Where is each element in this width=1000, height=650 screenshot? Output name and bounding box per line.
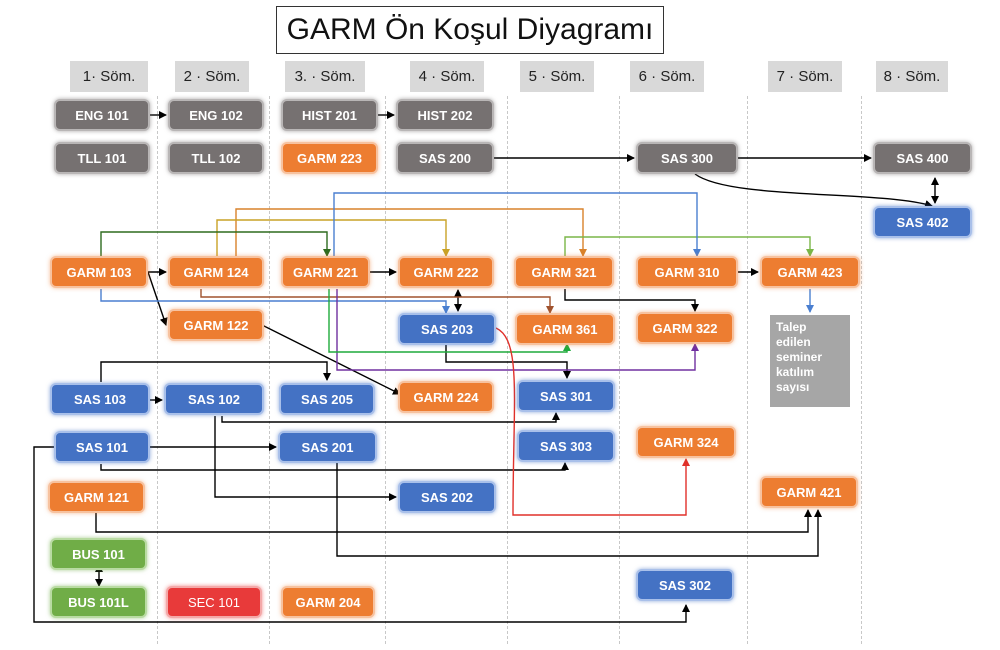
column-divider [157, 96, 158, 644]
course-sas-402[interactable]: SAS 402 [873, 206, 972, 238]
course-garm-321[interactable]: GARM 321 [514, 256, 614, 288]
course-sas-203[interactable]: SAS 203 [398, 313, 496, 345]
course-garm-222[interactable]: GARM 222 [398, 256, 494, 288]
diagram-title: GARM Ön Koşul Diyagramı [276, 6, 664, 54]
semester-header-3: 3. · Söm. [285, 61, 365, 92]
course-eng-101[interactable]: ENG 101 [54, 99, 150, 131]
course-garm-224[interactable]: GARM 224 [398, 381, 494, 413]
course-tll-101[interactable]: TLL 101 [54, 142, 150, 174]
course-sas-200[interactable]: SAS 200 [396, 142, 494, 174]
course-sas-303[interactable]: SAS 303 [517, 430, 615, 462]
semester-header-4: 4 · Söm. [410, 61, 484, 92]
semester-header-6: 6 · Söm. [630, 61, 704, 92]
course-garm-223[interactable]: GARM 223 [281, 142, 378, 174]
course-garm-124[interactable]: GARM 124 [168, 256, 264, 288]
column-divider [861, 96, 862, 644]
course-garm-204[interactable]: GARM 204 [281, 586, 375, 618]
course-garm-122[interactable]: GARM 122 [168, 309, 264, 341]
course-sas-205[interactable]: SAS 205 [279, 383, 375, 415]
course-sas-301[interactable]: SAS 301 [517, 380, 615, 412]
column-divider [269, 96, 270, 644]
semester-header-7: 7 · Söm. [768, 61, 842, 92]
course-sec-101[interactable]: SEC 101 [166, 586, 262, 618]
course-garm-423[interactable]: GARM 423 [760, 256, 860, 288]
course-garm-103[interactable]: GARM 103 [50, 256, 148, 288]
course-hist-202[interactable]: HIST 202 [396, 99, 494, 131]
course-garm-121[interactable]: GARM 121 [48, 481, 145, 513]
course-garm-324[interactable]: GARM 324 [636, 426, 736, 458]
seminar-note: Talep edilen seminer katılım sayısı [770, 315, 850, 407]
course-bus-101l[interactable]: BUS 101L [50, 586, 147, 618]
course-sas-103[interactable]: SAS 103 [50, 383, 150, 415]
column-divider [747, 96, 748, 644]
course-sas-202[interactable]: SAS 202 [398, 481, 496, 513]
course-garm-221[interactable]: GARM 221 [281, 256, 370, 288]
course-sas-201[interactable]: SAS 201 [278, 431, 377, 463]
semester-header-1: 1· Söm. [70, 61, 148, 92]
semester-header-2: 2 · Söm. [175, 61, 249, 92]
course-sas-302[interactable]: SAS 302 [636, 569, 734, 601]
course-garm-361[interactable]: GARM 361 [515, 313, 615, 345]
course-garm-310[interactable]: GARM 310 [636, 256, 738, 288]
course-tll-102[interactable]: TLL 102 [168, 142, 264, 174]
course-sas-400[interactable]: SAS 400 [873, 142, 972, 174]
course-hist-201[interactable]: HIST 201 [281, 99, 378, 131]
course-sas-102[interactable]: SAS 102 [164, 383, 264, 415]
course-garm-421[interactable]: GARM 421 [760, 476, 858, 508]
semester-header-5: 5 · Söm. [520, 61, 594, 92]
course-garm-322[interactable]: GARM 322 [636, 312, 734, 344]
semester-header-8: 8 · Söm. [876, 61, 948, 92]
course-sas-101[interactable]: SAS 101 [54, 431, 150, 463]
course-bus-101[interactable]: BUS 101 [50, 538, 147, 570]
course-eng-102[interactable]: ENG 102 [168, 99, 264, 131]
course-sas-300[interactable]: SAS 300 [636, 142, 738, 174]
